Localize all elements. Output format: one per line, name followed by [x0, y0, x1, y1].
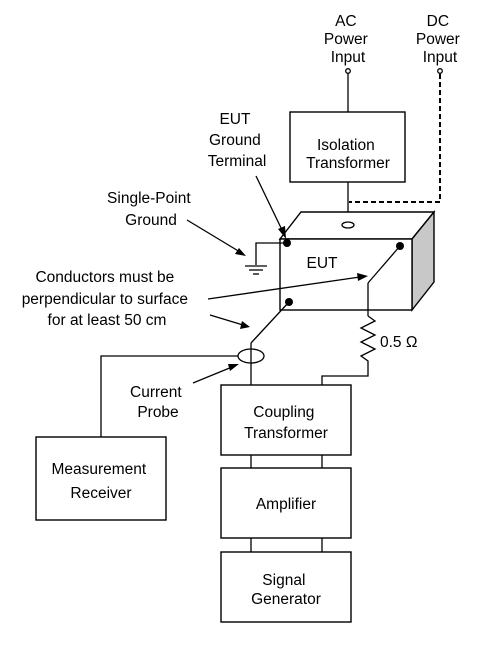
eut-ground-terminal-arrowhead — [278, 226, 286, 239]
single-point-ground-line-2: Ground — [125, 212, 177, 229]
probe-to-receiver-wire — [100, 355, 238, 437]
ground-wire — [255, 242, 287, 265]
conductors-note-arrowhead-upper — [357, 273, 368, 281]
measurement-receiver-line-1: Measurement — [51, 461, 146, 478]
coupling-transformer-line-2: Transformer — [244, 425, 328, 442]
conductors-note-line-3: for at least 50 cm — [48, 312, 167, 329]
conductors-note-arrow-lower — [209, 314, 244, 326]
dc-power-line-3: Input — [423, 49, 458, 66]
dc-input-terminal — [437, 68, 443, 74]
dc-power-line-2: Power — [416, 31, 460, 48]
amplifier-box — [220, 467, 352, 539]
current-probe-line-2: Probe — [137, 404, 178, 421]
signal-generator-box — [220, 551, 352, 623]
current-probe-arrowhead — [228, 364, 239, 371]
ac-power-line-3: Input — [331, 49, 366, 66]
conductors-note-line-1: Conductors must be — [35, 269, 174, 286]
isolation-transformer-line-1: Isolation — [317, 137, 375, 154]
isolation-transformer-box — [289, 111, 406, 183]
isolation-transformer-line-2: Transformer — [306, 155, 390, 172]
ac-power-line-2: Power — [324, 31, 368, 48]
dc-power-label: DC Power Input — [416, 13, 464, 66]
eut-power-connector — [341, 221, 355, 229]
eut-conductor-diagonal — [250, 301, 290, 344]
coupling-transformer-line-1: Coupling — [253, 404, 314, 421]
single-point-ground-arrow — [186, 219, 241, 253]
isolation-transformer-label: Isolation Transformer — [306, 137, 390, 172]
ac-power-line-1: AC — [335, 13, 357, 30]
eut-ground-terminal-label: EUT Ground Terminal — [208, 111, 267, 170]
conductors-note-arrow-upper — [207, 276, 361, 300]
resistor-label: 0.5 Ω — [380, 334, 417, 351]
eut-ground-terminal-arrow — [255, 175, 284, 233]
single-point-ground-arrowhead — [235, 248, 246, 256]
ac-input-terminal — [345, 68, 351, 74]
eut-ground-terminal-line-1: EUT — [219, 111, 251, 128]
eut-ground-terminal-line-3: Terminal — [208, 153, 267, 170]
dc-power-line-1: DC — [427, 13, 449, 30]
resistor-0-5-ohm — [321, 315, 377, 385]
single-point-ground-line-1: Single-Point — [107, 190, 191, 207]
conductors-note-label: Conductors must be perpendicular to surf… — [22, 269, 193, 329]
measurement-receiver-label: Measurement Receiver — [51, 461, 150, 502]
coupling-transformer-box — [220, 384, 352, 456]
single-point-ground-label: Single-Point Ground — [107, 190, 195, 229]
current-probe-label: Current Probe — [130, 384, 186, 421]
amplifier-label: Amplifier — [256, 496, 316, 513]
measurement-receiver-box — [35, 436, 167, 521]
eut-top-face — [278, 211, 436, 240]
eut-front-face — [279, 238, 413, 311]
conductors-note-line-2: perpendicular to surface — [22, 291, 188, 308]
current-probe-arrow — [192, 366, 233, 384]
ac-power-label: AC Power Input — [324, 13, 372, 66]
eut-ground-terminal-line-2: Ground — [209, 132, 261, 149]
eut-internal-wire — [367, 245, 401, 284]
signal-generator-label: Signal Generator — [251, 572, 321, 608]
conductors-note-arrowhead-lower — [240, 321, 250, 329]
signal-generator-line-2: Generator — [251, 591, 321, 608]
dc-power-dashed-wire — [349, 74, 441, 203]
measurement-receiver-line-2: Receiver — [70, 485, 131, 502]
current-probe-line-1: Current — [130, 384, 182, 401]
eut-label: EUT — [307, 255, 339, 272]
signal-generator-line-1: Signal — [262, 572, 305, 589]
coupling-transformer-label: Coupling Transformer — [244, 404, 328, 442]
